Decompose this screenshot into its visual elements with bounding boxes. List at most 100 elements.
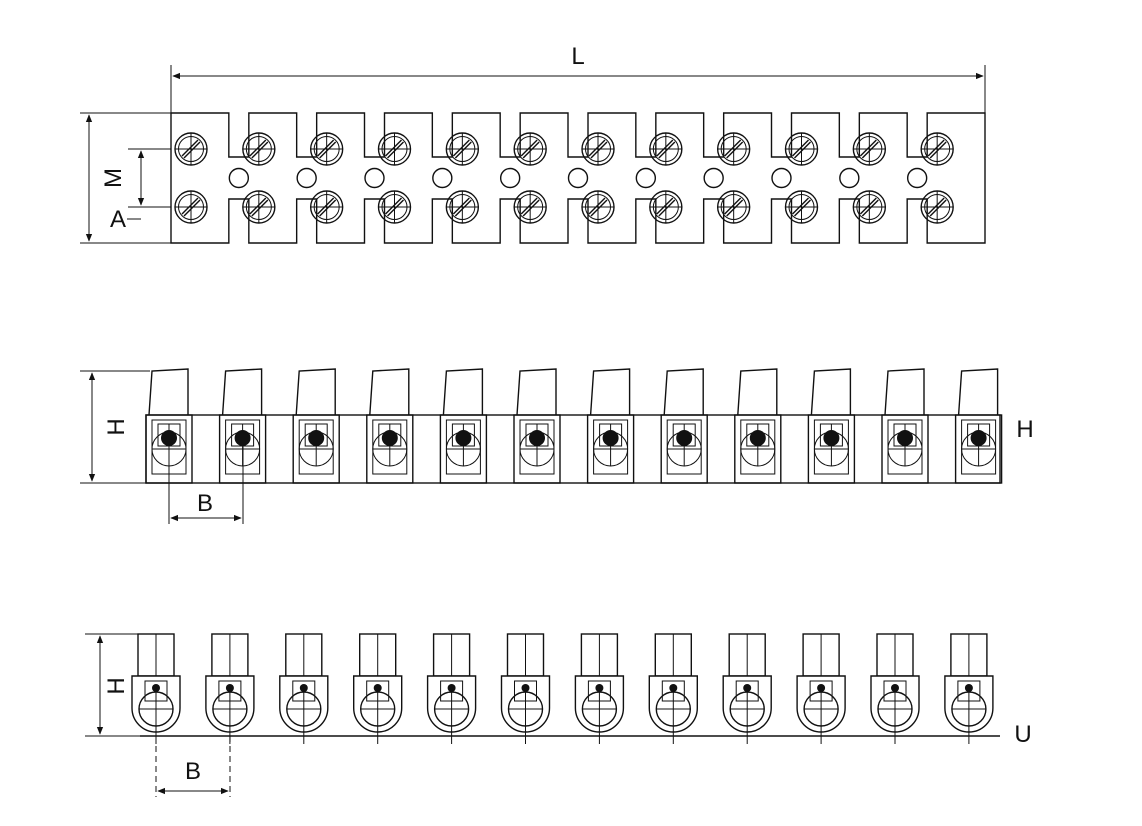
screw-dot: [970, 430, 987, 446]
screw-slot-a: [861, 141, 879, 159]
screw-slot-b: [792, 139, 809, 157]
screw-slot-b: [859, 139, 877, 157]
mid-base-strip: [145, 414, 1001, 484]
screw-slot-b: [520, 139, 538, 157]
screw-slot-a: [658, 141, 676, 159]
screw-slot-a: [183, 199, 201, 217]
screw-head: [784, 132, 819, 166]
screw-slot-b: [249, 197, 267, 215]
screw-slot-a: [726, 199, 744, 217]
screw-head: [852, 132, 887, 166]
terminal-unit-u: [574, 633, 625, 744]
screw-slot-a: [454, 141, 472, 159]
mount-hole: [906, 167, 928, 189]
terminal-housing: [366, 414, 414, 484]
l-label: L: [571, 43, 584, 70]
terminal-tab: [810, 368, 852, 416]
terminal-housing: [586, 414, 635, 484]
m-label: M: [100, 168, 127, 188]
screw-slot-b: [656, 139, 674, 157]
mount-hole: [499, 167, 521, 189]
screw-slot-b: [181, 197, 199, 215]
screw-head: [513, 132, 547, 166]
top-view: L M A: [80, 43, 986, 244]
mount-hole: [364, 167, 385, 189]
terminal-housing: [734, 414, 782, 484]
screw-slot-a: [522, 199, 540, 217]
terminal-unit-u: [796, 633, 846, 744]
screw-slot-a: [387, 199, 404, 217]
screw-head: [445, 190, 480, 224]
u-screw-dot: [225, 684, 234, 692]
screw-slot-b: [385, 139, 402, 157]
terminal-tab: [589, 368, 631, 416]
screw-slot-b: [927, 139, 945, 157]
screw-slot-a: [861, 199, 879, 217]
screw-slot-b: [520, 197, 538, 215]
terminal-unit-u: [500, 633, 551, 744]
screw-slot-a: [929, 199, 947, 217]
screw-head: [377, 132, 412, 166]
terminal-unit-u: [353, 633, 403, 744]
a-label: A: [110, 206, 126, 233]
screw-dot: [823, 430, 840, 446]
screw-head: [513, 190, 547, 224]
terminal-housing: [660, 414, 708, 484]
screw-head: [581, 190, 615, 224]
terminal-unit-u: [722, 633, 772, 744]
screw-head: [716, 132, 751, 166]
screw-dot: [897, 430, 913, 446]
mid-b-label: B: [197, 490, 213, 517]
u-screw-dot: [152, 684, 160, 692]
terminal-housing: [807, 414, 856, 484]
screw-slot-b: [724, 139, 742, 157]
screw-slot-a: [590, 199, 608, 217]
screw-dot: [234, 430, 251, 446]
mount-hole: [635, 167, 657, 189]
screw-dot: [602, 430, 619, 446]
terminal-housing: [292, 414, 340, 484]
terminal-unit: [734, 368, 782, 484]
mount-hole: [567, 167, 589, 189]
screw-head: [649, 132, 683, 166]
terminal-tab: [663, 368, 704, 416]
terminal-unit-u: [131, 633, 181, 744]
screw-slot-a: [522, 141, 540, 159]
top-screw-group: [174, 132, 954, 224]
terminal-unit-u: [426, 633, 477, 744]
terminal-tab: [442, 368, 484, 416]
screw-dot: [161, 430, 177, 446]
u-screw-dot: [521, 684, 530, 692]
u-label: U: [1014, 721, 1031, 748]
front-view-h: H H B: [80, 368, 1034, 524]
screw-slot-b: [859, 197, 877, 215]
screw-slot-b: [588, 139, 606, 157]
u-screw-dot: [299, 684, 308, 692]
screw-slot-b: [927, 197, 945, 215]
bot-terminal-group: [131, 633, 994, 744]
terminal-housing: [954, 414, 1003, 484]
screw-slot-a: [251, 141, 269, 159]
screw-slot-a: [183, 141, 201, 159]
terminal-unit-u: [870, 633, 920, 744]
terminal-unit: [807, 368, 856, 484]
u-screw-dot: [595, 684, 604, 692]
u-screw-dot: [743, 684, 752, 692]
screw-head: [445, 132, 480, 166]
terminal-unit-u: [944, 633, 994, 744]
terminal-unit: [881, 368, 929, 484]
u-screw-dot: [669, 684, 678, 692]
screw-dot: [381, 430, 398, 446]
screw-slot-a: [726, 141, 744, 159]
screw-head: [649, 190, 683, 224]
u-screw-dot: [891, 684, 899, 692]
screw-slot-a: [251, 199, 269, 217]
terminal-housing: [439, 414, 488, 484]
screw-head: [716, 190, 751, 224]
screw-head: [377, 190, 412, 224]
screw-slot-b: [656, 197, 674, 215]
screw-head: [309, 132, 344, 166]
terminal-housing: [513, 414, 561, 484]
screw-slot-b: [792, 197, 809, 215]
screw-slot-b: [181, 139, 199, 157]
